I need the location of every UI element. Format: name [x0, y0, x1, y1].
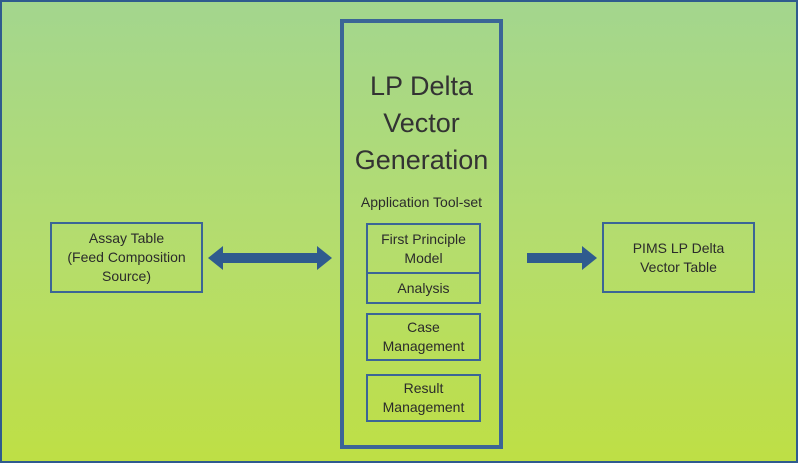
assay-table-label: Assay Table (Feed Composition Source): [67, 230, 186, 284]
first-principle-analysis-group: First Principle Model Analysis: [366, 223, 481, 304]
case-management-box: Case Management: [366, 313, 481, 361]
center-subtitle: Application Tool-set: [360, 194, 483, 210]
assay-table-box: Assay Table (Feed Composition Source): [50, 222, 203, 293]
right-arrow: [527, 246, 597, 270]
pims-table-label: PIMS LP Delta Vector Table: [632, 239, 725, 275]
result-management-box: Result Management: [366, 374, 481, 422]
result-management-label: Result Management: [382, 380, 465, 415]
center-title: LP Delta Vector Generation: [354, 71, 489, 175]
lp-delta-vector-generation-panel: LP Delta Vector Generation Application T…: [340, 19, 503, 449]
case-management-label: Case Management: [382, 319, 465, 354]
pims-lp-delta-vector-table-box: PIMS LP Delta Vector Table: [602, 222, 755, 293]
analysis-box: Analysis: [397, 280, 450, 296]
bidirectional-arrow: [208, 246, 332, 270]
first-principle-model-box: First Principle Model: [368, 225, 479, 274]
